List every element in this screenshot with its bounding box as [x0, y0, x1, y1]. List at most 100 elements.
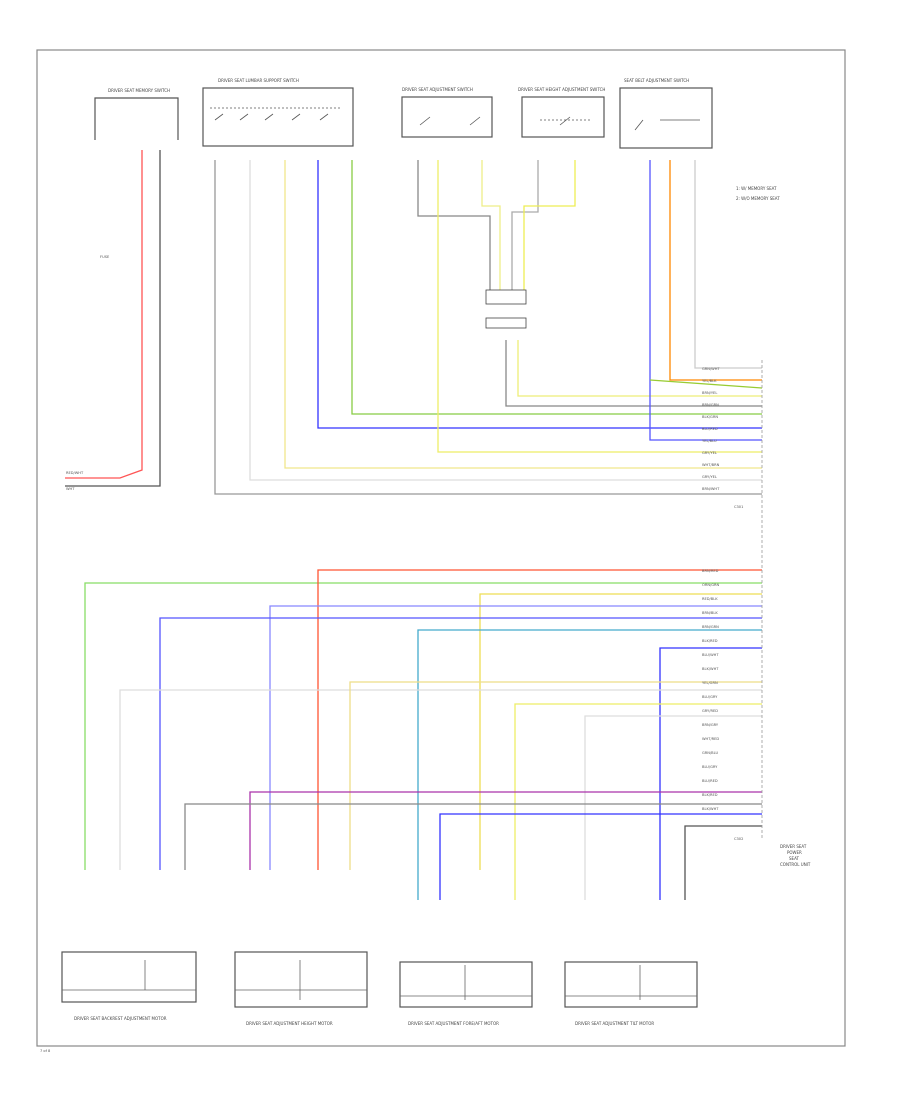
- motor-label-2: DRIVER SEAT ADJUSTMENT HEIGHT MOTOR: [246, 1021, 333, 1026]
- wire-label: BRN/RED: [702, 569, 719, 573]
- wire-blue-1: [317, 160, 762, 429]
- wire-label: BLK/RED: [702, 639, 718, 643]
- ground-label-2: WHT: [66, 487, 75, 491]
- component-label-c2: DRIVER SEAT LUMBAR SUPPORT SWITCH: [218, 78, 299, 83]
- wire-label: RED/BLK: [702, 597, 718, 601]
- adjustment-switch-box: [401, 96, 493, 138]
- connector-pins: [485, 289, 527, 329]
- wire-label: BLK/WHT: [702, 807, 719, 811]
- wire-label: BRN/BLK: [702, 611, 718, 615]
- wire-white-2: [119, 689, 762, 870]
- wire-label: BLU/GRY: [702, 695, 718, 699]
- wire-c3-b: [481, 160, 501, 300]
- wire-green-3: [84, 582, 762, 870]
- wire-green-1: [351, 160, 762, 415]
- wire-yellow-1: [284, 160, 762, 469]
- wire-c4-a: [511, 160, 539, 300]
- svg-text:DRIVER SEAT: DRIVER SEAT: [780, 844, 807, 849]
- wire-label: GRN/WHT: [702, 367, 720, 371]
- wire-label: BRN/GRY: [702, 723, 719, 727]
- svg-text:SEAT: SEAT: [789, 856, 799, 861]
- wire-blue-2: [649, 160, 762, 441]
- wire-white-3: [584, 715, 762, 900]
- wire-label: BLK/GRN: [702, 415, 718, 419]
- motor-label-4: DRIVER SEAT ADJUSTMENT TILT MOTOR: [575, 1021, 654, 1026]
- motor-backrest: [61, 951, 197, 1003]
- wire-label: YEL/GRN: [702, 681, 718, 685]
- wire-label: BRN/WHT: [702, 487, 720, 491]
- fuse-label: FUSE: [100, 255, 110, 259]
- wire-label: YEL/BLU: [702, 439, 717, 443]
- wire-blue-5: [659, 647, 762, 900]
- wire-yellow-4: [479, 593, 762, 870]
- wire-c4-b: [523, 160, 576, 300]
- wire-label: GRN/BLU: [702, 751, 718, 755]
- motor-fore-aft: [399, 961, 533, 1008]
- wire-label: WHT/RED: [702, 737, 719, 741]
- wire-yellow-3: [517, 340, 762, 397]
- lumbar-switch-box: [202, 87, 354, 147]
- height-switch-box: [521, 96, 605, 138]
- wire-label: BLK/WHT: [702, 667, 719, 671]
- component-label-c3: DRIVER SEAT ADJUSTMENT SWITCH: [402, 87, 473, 92]
- wire-label: BLU/GRY: [702, 765, 718, 769]
- wire-gray-2: [505, 340, 762, 407]
- wire-orange-2: [317, 569, 762, 870]
- wire-gray-3: [694, 160, 762, 369]
- memory-switch-outline: [94, 97, 179, 140]
- motor-label-1: DRIVER SEAT BACKREST ADJUSTMENT MOTOR: [74, 1016, 167, 1021]
- note-1: 1: W/ MEMORY SEAT: [736, 186, 777, 191]
- wire-yellow-2: [437, 160, 762, 453]
- wire-cyan-1: [417, 629, 762, 900]
- wire-label: BRN/GRN: [702, 403, 719, 407]
- wire-label: YEL/BLK: [702, 379, 717, 383]
- wire-label: GRY/RED: [702, 709, 718, 713]
- wire-label: BLU/WHT: [702, 653, 719, 657]
- motor-label-3: DRIVER SEAT ADJUSTMENT FORE/AFT MOTOR: [408, 1021, 499, 1026]
- seatbelt-switch-box: [619, 87, 713, 149]
- control-unit-label: DRIVER SEAT POWER SEAT CONTROL UNIT: [780, 844, 811, 867]
- svg-text:POWER: POWER: [787, 850, 802, 855]
- connector-c301: C301: [734, 505, 743, 509]
- wire-label: GRY/YEL: [702, 475, 717, 479]
- wire-label: WHT/BRN: [702, 463, 720, 467]
- wire-label: BLU/RED: [702, 779, 718, 783]
- motor-tilt: [564, 961, 698, 1008]
- ground-label-1: RED/WHT: [66, 471, 84, 475]
- lower-wire-labels: BRN/RED ORN/GRN RED/BLK BRN/BLK BRN/GRN BLK/R…: [702, 569, 720, 811]
- wire-label: BLU/RED: [702, 427, 718, 431]
- page-corner-label: 7 of 8: [40, 1049, 51, 1053]
- component-label-c4: DRIVER SEAT HEIGHT ADJUSTMENT SWITCH: [518, 87, 605, 92]
- wire-blue-6: [439, 813, 762, 900]
- wire-gray-1: [214, 160, 762, 495]
- motor-height: [234, 951, 368, 1008]
- wire-red-left: [65, 150, 143, 479]
- wire-blue-4: [159, 617, 762, 870]
- svg-text:CONTROL UNIT: CONTROL UNIT: [780, 862, 811, 867]
- wire-green-2: [649, 379, 763, 389]
- wire-yellow-5: [349, 681, 762, 870]
- wire-white-1: [249, 160, 762, 481]
- wire-label: BRN/GRN: [702, 625, 719, 629]
- note-2: 2: W/O MEMORY SEAT: [736, 196, 780, 201]
- wire-orange-1: [669, 160, 762, 381]
- wire-label: GRY/YEL: [702, 451, 717, 455]
- diagram-frame: [36, 49, 846, 1047]
- wire-dark-left: [65, 150, 161, 487]
- bottom-components: DRIVER SEAT BACKREST ADJUSTMENT MOTOR DR…: [61, 951, 698, 1026]
- wire-purple-1: [249, 791, 762, 870]
- wire-label: ORN/GRN: [702, 583, 720, 587]
- harness-wires: [65, 150, 763, 900]
- component-label-c1: DRIVER SEAT MEMORY SWITCH: [108, 88, 170, 93]
- wire-c3-a: [417, 160, 491, 300]
- upper-wire-labels: GRN/WHT YEL/BLK BRN/YEL BRN/GRN BLK/GRN BLU/R…: [702, 367, 720, 491]
- top-components: DRIVER SEAT MEMORY SWITCH DRIVER SEAT LU…: [94, 78, 713, 259]
- wire-gray-4: [184, 803, 762, 870]
- wire-label: BRN/YEL: [702, 391, 717, 395]
- connector-c302: C302: [734, 837, 743, 841]
- component-label-c5: SEAT BELT ADJUSTMENT SWITCH: [624, 78, 689, 83]
- wire-label: BLK/RED: [702, 793, 718, 797]
- wire-blue-3: [269, 605, 762, 870]
- wire-dark-2: [684, 825, 762, 900]
